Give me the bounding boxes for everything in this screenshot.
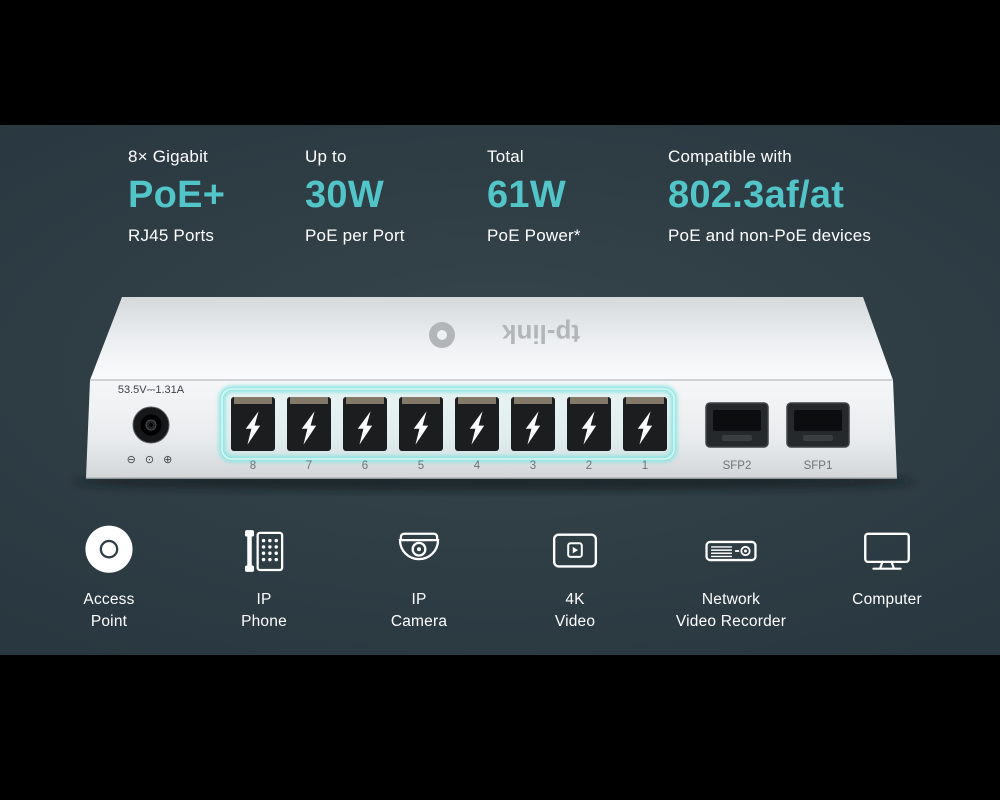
switch-top-face	[90, 297, 893, 380]
rj45-port-6	[343, 397, 387, 451]
brand-logo-mark-hole	[437, 330, 447, 340]
spec-compatibility: Compatible with 802.3af/at PoE and non-P…	[668, 147, 871, 246]
poe-port-group: 8 7 6 5 4 3 2 1	[219, 386, 677, 472]
marketing-panel: 8× Gigabit PoE+ RJ45 Ports Up to 30W PoE…	[0, 125, 1000, 655]
spec-value: 61W	[487, 174, 567, 216]
spec-bottom-label: PoE Power*	[487, 226, 581, 245]
port-number: 4	[474, 460, 481, 472]
power-rating-label: 53.5V⎓1.31A	[118, 384, 185, 396]
port-glow-fill	[222, 389, 674, 459]
port-number: 7	[306, 460, 312, 472]
rj45-port-4	[455, 397, 499, 451]
device-label: 4K Video	[554, 591, 596, 630]
spec-bottom-label: PoE and non-PoE devices	[668, 226, 872, 245]
spec-top-label: Up to	[305, 147, 347, 166]
spec-value: 802.3af/at	[668, 174, 845, 216]
port-number: 1	[642, 460, 648, 472]
ip-camera-icon	[398, 532, 440, 561]
sfp-label: SFP2	[723, 460, 752, 472]
spec-top-label: 8× Gigabit	[128, 147, 208, 166]
brand-logo-text: tp-link	[501, 319, 580, 349]
rj45-port-1	[623, 397, 667, 451]
port-number: 3	[530, 460, 536, 472]
device-label: Computer	[852, 591, 922, 608]
rj45-port-5	[399, 397, 443, 451]
4k-video-icon	[552, 533, 598, 568]
rj45-port-2	[567, 397, 611, 451]
device-4k-video: 4K Video	[500, 522, 650, 633]
spec-poe-ports: 8× Gigabit PoE+ RJ45 Ports	[128, 147, 225, 246]
sfp-port-2	[705, 402, 769, 448]
device-label: Access Point	[83, 591, 135, 630]
device-network-video-recorder: Network Video Recorder	[656, 522, 806, 633]
port-number: 2	[586, 460, 592, 472]
spec-value: 30W	[305, 174, 385, 216]
device-ip-camera: IP Camera	[344, 522, 494, 633]
port-number: 6	[362, 460, 368, 472]
spec-bottom-label: PoE per Port	[305, 226, 405, 245]
compatible-devices-row: Access Point IP Phone	[0, 522, 1000, 642]
switch-illustration: tp-link 53.5V⎓1.31A ⊖ ⊙ ⊕	[74, 297, 914, 491]
port-glow-rim	[221, 388, 675, 460]
rj45-port-7	[287, 397, 331, 451]
device-ip-phone: IP Phone	[189, 522, 339, 633]
device-computer: Computer	[812, 522, 962, 611]
spec-total-poe-power: Total 61W PoE Power*	[487, 147, 581, 246]
power-polarity-marks: ⊖ ⊙ ⊕	[127, 454, 176, 466]
device-label: IP Phone	[241, 591, 287, 630]
device-access-point: Access Point	[34, 522, 184, 633]
ip-phone-icon	[244, 530, 284, 572]
sfp-label: SFP1	[804, 460, 833, 472]
port-number: 8	[250, 460, 256, 472]
device-label: Network Video Recorder	[675, 591, 787, 630]
spec-value: PoE+	[128, 174, 226, 216]
spec-bottom-label: RJ45 Ports	[128, 226, 215, 245]
rj45-port-3	[511, 397, 555, 451]
brand-logo: tp-link	[429, 319, 580, 349]
rj45-port-8	[231, 397, 275, 451]
access-point-icon	[85, 525, 133, 573]
network-video-recorder-icon	[705, 540, 757, 562]
port-number: 5	[418, 460, 424, 472]
spec-poe-per-port: Up to 30W PoE per Port	[305, 147, 405, 246]
device-label: IP Camera	[390, 591, 448, 630]
computer-icon	[864, 532, 910, 570]
spec-top-label: Total	[487, 147, 524, 166]
sfp-port-1	[786, 402, 850, 448]
spec-top-label: Compatible with	[668, 147, 792, 166]
power-jack: 53.5V⎓1.31A ⊖ ⊙ ⊕	[118, 384, 185, 466]
